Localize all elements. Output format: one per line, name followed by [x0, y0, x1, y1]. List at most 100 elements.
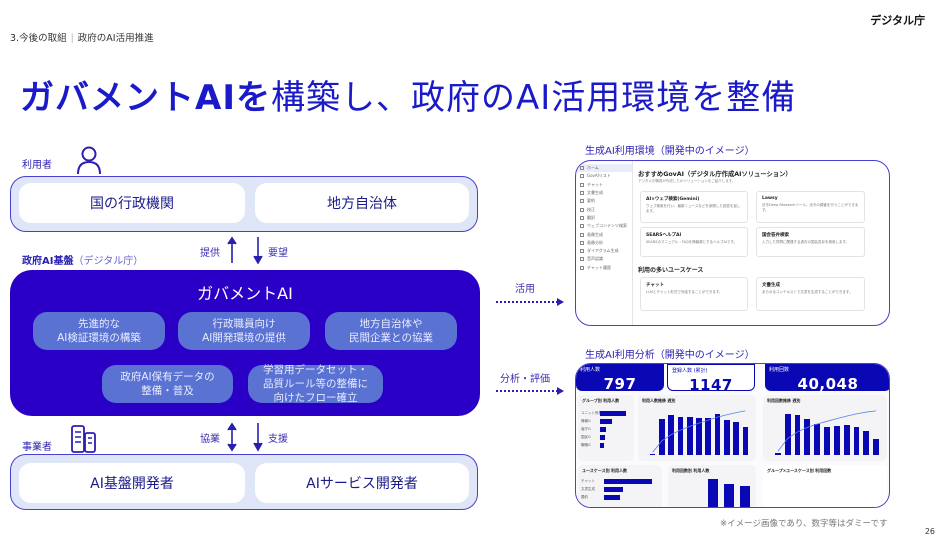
panel-title: 利用人数推移 週別	[642, 398, 676, 403]
card-title: 文書生成	[762, 283, 780, 288]
kpi-label: 利用人数	[580, 367, 601, 373]
digital-agency-logo: デジタル庁	[870, 14, 925, 27]
mock-card[interactable]: SEARSヘルプAI SEARSのマニュアル・FAQを情報源とするヘルプAIです。	[640, 227, 748, 257]
bar	[814, 424, 821, 455]
sidebar-icon	[580, 224, 584, 229]
core-title: ガバメントAI	[197, 284, 293, 303]
sidebar-icon	[580, 232, 584, 237]
vendor-platform-dev: AI基盤開発者	[19, 463, 245, 503]
users-group: 国の行政機関 地方自治体	[10, 176, 478, 232]
bar-label: ユニット所属	[581, 411, 602, 415]
sidebar-icon	[580, 191, 584, 196]
bar-label: 戦略G	[581, 443, 591, 447]
user-local-governments: 地方自治体	[255, 183, 469, 223]
card-title: 国会答弁検索	[762, 233, 789, 238]
breadcrumb: 3.今後の取組|政府のAI活用推進	[10, 30, 154, 44]
sidebar-item[interactable]: 校正	[576, 205, 632, 213]
bar	[863, 431, 870, 455]
sidebar-item[interactable]: GovAIリスト	[576, 172, 632, 180]
sidebar-item[interactable]: チャット	[576, 181, 632, 189]
sidebar-label: ウェブコンテンツ検索	[587, 223, 627, 229]
bar	[724, 420, 730, 455]
card-desc: 法令Deep Researchツール。法令の調査を行うことができます。	[762, 203, 859, 213]
sidebar-icon	[580, 166, 584, 171]
sidebar-label: 音声認識	[587, 256, 603, 262]
pill-dataset-flow: 学習用データセット・ 品質ルール等の整備に 向けたフロー確立	[248, 364, 383, 404]
mock-card[interactable]: Lawsy 法令Deep Researchツール。法令の調査を行うことができます。	[756, 191, 865, 223]
bar	[604, 487, 624, 492]
card-desc: ウェブ検索を行い、最新ニュースなどを参照した回答を返します。	[646, 204, 741, 214]
platform-owner: （デジタル庁）	[73, 256, 144, 267]
building-icon	[71, 425, 96, 453]
card-title: SEARSヘルプAI	[646, 233, 682, 238]
vendor-service-dev: AIサービス開発者	[255, 463, 469, 503]
bar	[724, 483, 734, 507]
bar	[600, 443, 604, 448]
sidebar-item[interactable]: 要約	[576, 197, 632, 205]
vendors-label: 事業者	[22, 442, 52, 453]
usecase-heading: 利用の多いユースケース	[638, 267, 704, 274]
platform-name: 政府AI基盤	[22, 256, 74, 267]
vendors-group: AI基盤開発者 AIサービス開発者	[10, 454, 478, 510]
support-label: 支援	[268, 434, 288, 445]
bar	[659, 418, 665, 455]
bar	[696, 417, 702, 455]
pill-dev-env: 行政職員向け AI開発環境の提供	[178, 312, 310, 350]
bar	[853, 427, 860, 455]
bar	[705, 418, 712, 455]
bar	[833, 426, 840, 455]
bar	[794, 414, 801, 455]
sidebar-icon	[580, 174, 584, 179]
bar-label: 情報G	[581, 419, 591, 423]
bar	[686, 417, 693, 455]
sidebar-label: チャット履歴	[587, 264, 611, 270]
panel-title: グループ別 利用人数	[582, 398, 620, 403]
sidebar-item[interactable]: 音声認識	[576, 255, 632, 263]
sidebar-icon	[580, 249, 584, 254]
card-title: Lawsy	[762, 196, 778, 201]
bar	[774, 452, 781, 455]
sidebar-label: 画像生成	[587, 231, 603, 237]
sidebar-item[interactable]: ダイアグラム生成	[576, 247, 632, 255]
sidebar-item[interactable]: ウェブコンテンツ検索	[576, 222, 632, 230]
mock-intro: デジタル庁職員が作成したAIソリューションをご紹介します。	[638, 179, 736, 183]
sidebar-item[interactable]: 文書生成	[576, 189, 632, 197]
sidebar-item[interactable]: チャット履歴	[576, 264, 632, 272]
bar	[824, 427, 830, 455]
sidebar-item[interactable]: 翻訳	[576, 214, 632, 222]
kpi-label: 利用回数	[769, 367, 790, 373]
bar	[600, 427, 607, 432]
bar	[604, 495, 621, 500]
sidebar-label: チャット	[587, 181, 603, 187]
bar	[714, 413, 721, 455]
collaborate-label: 協業	[200, 434, 220, 445]
bar	[677, 416, 684, 455]
sidebar-item[interactable]: 画像分析	[576, 239, 632, 247]
bar	[600, 411, 626, 416]
sidebar-item[interactable]: 画像生成	[576, 230, 632, 238]
platform-label: 政府AI基盤（デジタル庁）	[22, 252, 143, 267]
breadcrumb-section: 3.今後の取組	[10, 33, 67, 44]
flow-analysis-arrow	[496, 387, 564, 395]
mock-card[interactable]: AI×ウェブ検索(Gemini)ウェブ検索を行い、最新ニュースなどを参照した回答…	[640, 191, 748, 223]
sidebar-item[interactable]: ホーム	[576, 164, 632, 173]
sidebar-label: 文書生成	[587, 190, 603, 196]
mock-card[interactable]: 国会答弁検索入力した質問に関連する過去の国会答弁を検索します。	[756, 227, 865, 257]
bar-label: 省庁G	[581, 427, 591, 431]
mock1-label: 生成AI利用環境（開発中のイメージ）	[585, 146, 755, 157]
usecase-card[interactable]: 文書生成あらゆるコンテキストで文書を生成することができます。	[756, 277, 865, 311]
sidebar-icon	[580, 240, 584, 245]
bar	[742, 427, 749, 455]
sidebar-icon	[580, 182, 584, 187]
sidebar-icon	[580, 257, 584, 262]
sidebar-icon	[580, 199, 584, 204]
flow-use-label: 活用	[515, 284, 535, 295]
user-national-agencies: 国の行政機関	[19, 183, 245, 223]
kpi-value: 40,048	[797, 375, 859, 393]
kpi-registered: 登録人数 (累計)1147	[667, 364, 755, 394]
flow-analysis-label: 分析・評価	[500, 374, 550, 385]
card-desc: SEARSのマニュアル・FAQを情報源とするヘルプAIです。	[646, 240, 738, 244]
